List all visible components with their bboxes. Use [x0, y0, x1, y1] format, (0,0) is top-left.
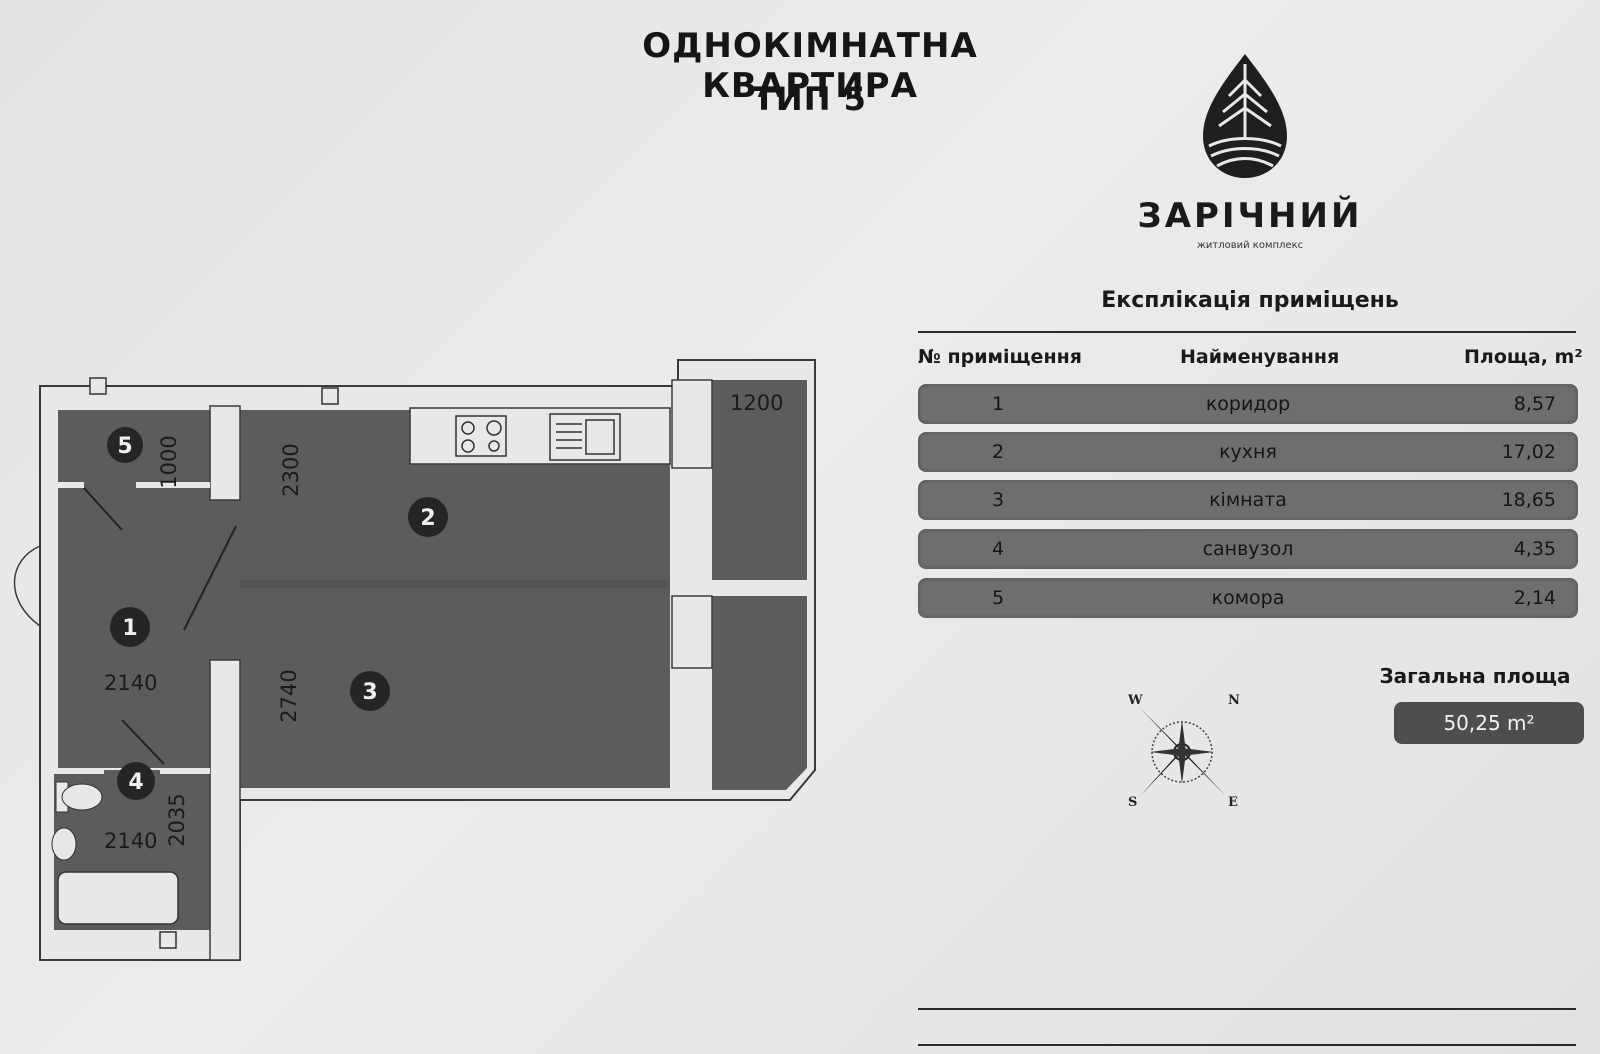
room-number: 4	[991, 538, 1005, 560]
svg-text:5: 5	[117, 434, 132, 459]
room-number: 2	[991, 441, 1005, 463]
plan-title: ОДНОКІМНАТНА КВАРТИРА	[642, 26, 978, 106]
leaf-logo-icon	[1203, 54, 1287, 178]
room-number: 5	[991, 587, 1005, 609]
vent-icon	[159, 931, 177, 949]
washbasin-icon	[51, 827, 77, 861]
column-header-number: № приміщення	[918, 346, 1082, 368]
room-name: комора	[1211, 587, 1285, 609]
room-marker-2: 2	[408, 497, 448, 537]
dim-bathroom-height: 2035	[165, 793, 189, 846]
dim-storage-width: 1000	[157, 435, 181, 488]
svg-text:2: 2	[420, 506, 435, 531]
svg-text:1: 1	[122, 616, 137, 641]
room-number: 3	[991, 489, 1005, 511]
room-area: 18,65	[1501, 489, 1556, 511]
room-living	[240, 588, 670, 788]
stove-icon	[455, 415, 507, 457]
table-row: 2 кухня 17,02	[918, 432, 1578, 472]
compass-n: N	[1228, 693, 1240, 708]
dim-balcony-width: 1200	[730, 391, 783, 415]
total-area-value: 50,25 m²	[1394, 702, 1584, 744]
room-balcony	[712, 380, 807, 580]
room-number: 1	[991, 393, 1005, 415]
table-row: 3 кімната 18,65	[918, 480, 1578, 520]
compass-e: E	[1228, 795, 1238, 810]
entrance-door	[13, 545, 41, 627]
compass-w: W	[1127, 693, 1143, 708]
vent-icon	[89, 377, 107, 395]
table-top-rule	[918, 331, 1576, 333]
kitchen-counter	[409, 407, 671, 465]
sink-icon	[549, 413, 621, 461]
floor-plan: 5 2 1 3 4 1000 2300 1200 2140 2740 2140 …	[13, 359, 816, 961]
dim-kitchen-height: 2300	[279, 443, 303, 496]
total-area-label: Загальна площа	[1379, 664, 1571, 688]
table-row: 4 санвузол 4,35	[918, 529, 1578, 569]
room-area: 17,02	[1501, 441, 1556, 463]
column-header-name: Найменування	[1180, 346, 1340, 368]
room-marker-4: 4	[117, 762, 155, 800]
room-area: 8,57	[1513, 393, 1556, 415]
compass-rose-icon: W N S E	[1127, 693, 1240, 810]
room-marker-5: 5	[107, 427, 143, 463]
signature-rule	[918, 1008, 1576, 1010]
room-marker-3: 3	[350, 671, 390, 711]
table-row: 5 комора 2,14	[918, 578, 1578, 618]
table-row: 1 коридор 8,57	[918, 384, 1578, 424]
signature-rule	[918, 1044, 1576, 1046]
room-area: 4,35	[1513, 538, 1556, 560]
door-swing	[83, 487, 237, 765]
explication-title: Експлікація приміщень	[1101, 288, 1399, 313]
room-area: 2,14	[1513, 587, 1556, 609]
dim-bathroom-width: 2140	[104, 829, 157, 853]
room-name: кімната	[1209, 489, 1287, 511]
svg-text:4: 4	[128, 770, 143, 795]
vent-icon	[321, 387, 339, 405]
room-name: кухня	[1219, 441, 1277, 463]
room-marker-1: 1	[110, 607, 150, 647]
brand-name: ЗАРІЧНИЙ	[1137, 196, 1363, 236]
toilet-icon	[55, 781, 103, 813]
dim-corridor-width: 2140	[104, 671, 157, 695]
svg-text:3: 3	[362, 680, 377, 705]
bathtub-icon	[57, 871, 179, 925]
room-name: коридор	[1205, 393, 1291, 415]
compass-s: S	[1128, 795, 1137, 810]
column-header-area: Площа, m²	[1464, 346, 1583, 368]
brand-subtitle: житловий комплекс	[1196, 240, 1304, 251]
dim-room-height: 2740	[277, 669, 301, 722]
room-living-ext	[712, 596, 807, 790]
room-name: санвузол	[1202, 538, 1294, 560]
plan-type: ТИП 5	[753, 80, 867, 118]
